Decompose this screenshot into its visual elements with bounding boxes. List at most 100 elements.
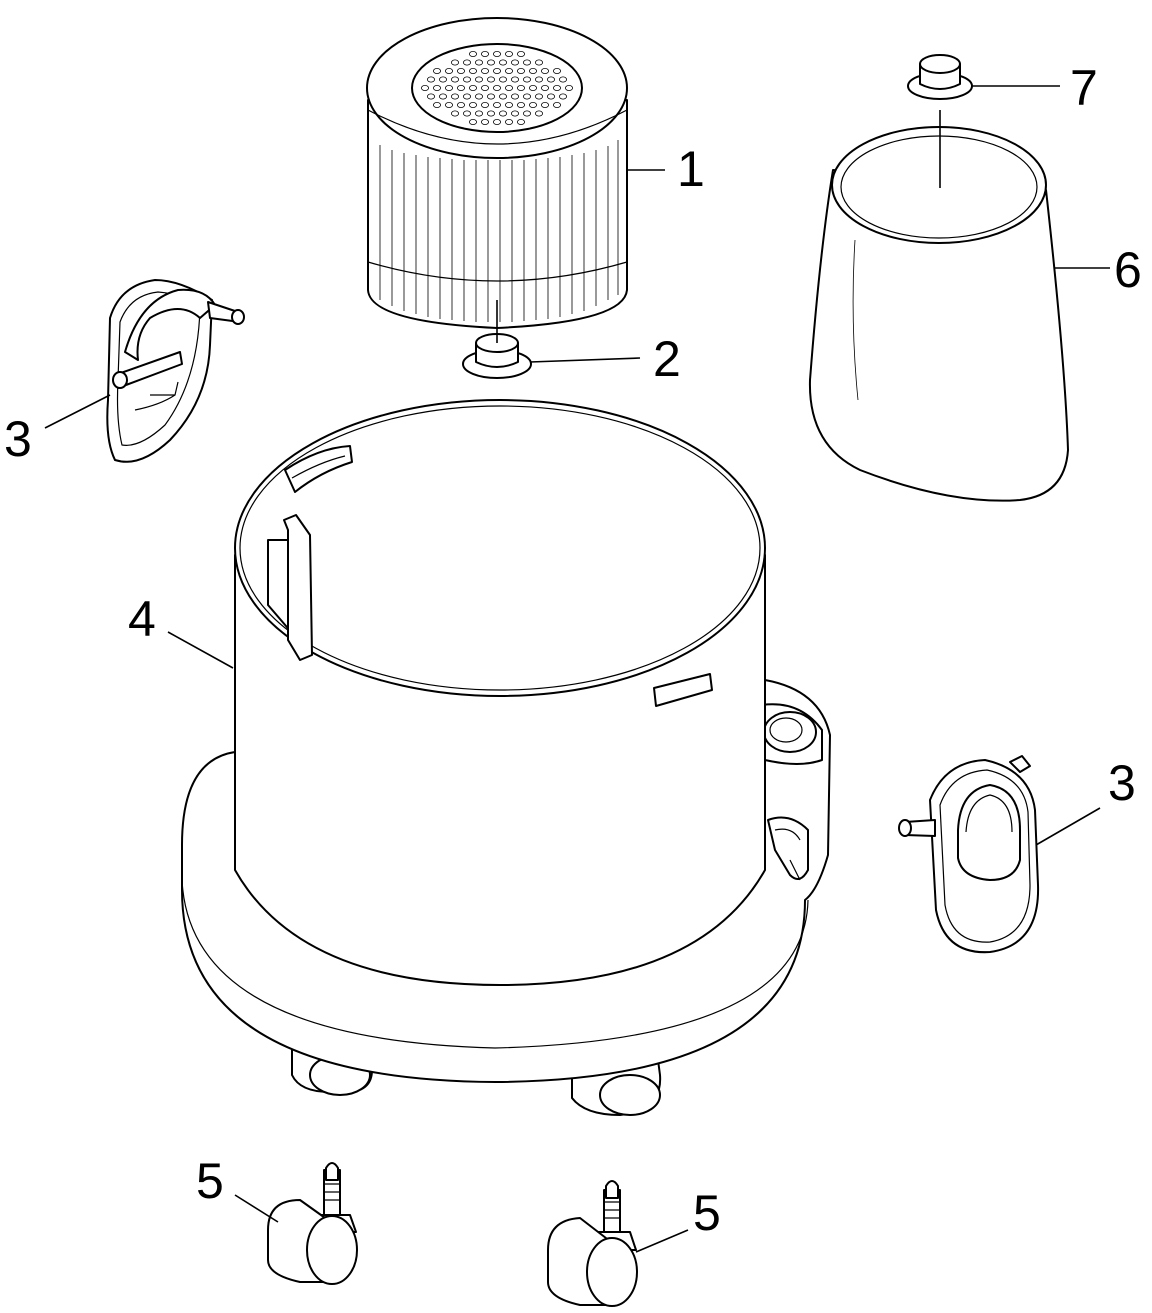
rear-wheel-right [599, 1074, 661, 1116]
base-socket-inner [769, 717, 803, 743]
filter-top-band [367, 109, 628, 145]
grille-hole [517, 119, 526, 126]
grille-hole [438, 93, 447, 100]
grille-hole [474, 59, 483, 66]
grille-hole [559, 93, 568, 100]
latch-left-pin-end [231, 309, 245, 325]
label-latch-right: 3 [1108, 755, 1136, 811]
grille-hole [498, 93, 507, 100]
grille-hole [450, 110, 459, 117]
leader-latch-left [44, 394, 111, 429]
bag-rim-inner [840, 135, 1038, 239]
caster-right-part [547, 1180, 638, 1307]
filter-part [366, 17, 628, 329]
caster-right-stem-tip [605, 1180, 619, 1199]
grille-hole [523, 59, 532, 66]
grille-hole [450, 93, 459, 100]
label-latch-left: 3 [4, 411, 32, 467]
grille-hole [462, 110, 471, 117]
grille-hole [492, 102, 501, 109]
grille-hole [510, 93, 519, 100]
caster-right-stem-ribs [604, 1201, 620, 1219]
grille-hole [432, 102, 441, 109]
grille-hole [523, 93, 532, 100]
drum-inlet-pipe-front [283, 514, 313, 661]
label-filter: 1 [677, 141, 705, 197]
drum-handle-slot-inner [291, 455, 346, 479]
label-caster-left: 5 [196, 1153, 224, 1209]
grille-hole [547, 93, 556, 100]
grille-hole [456, 85, 465, 92]
grille-hole [492, 68, 501, 75]
grille-hole [535, 93, 544, 100]
leader-lines [44, 85, 1110, 1253]
grille-hole [480, 102, 489, 109]
grille-hole [517, 68, 526, 75]
grille-hole [456, 68, 465, 75]
grille-hole [486, 110, 495, 117]
grille-hole [529, 68, 538, 75]
grille-hole [565, 85, 574, 92]
latch-right-part [898, 755, 1040, 954]
drum-top-rim [234, 399, 766, 697]
filter-adapter-part [462, 333, 532, 379]
grille-hole [486, 76, 495, 83]
grille-hole [498, 59, 507, 66]
grille-hole [517, 85, 526, 92]
grille-hole [553, 85, 562, 92]
drum-handle-slot [284, 445, 353, 493]
grille-hole [432, 68, 441, 75]
caster-left-stem-ribs [324, 1183, 340, 1201]
grille-hole [535, 76, 544, 83]
label-bag-adapter: 7 [1070, 60, 1098, 116]
grille-hole [468, 51, 477, 58]
grille-hole [523, 110, 532, 117]
caster-left-stem-tip [325, 1162, 339, 1181]
grille-hole [535, 110, 544, 117]
latch-left-arrow [134, 381, 179, 411]
latch-left-inner [116, 291, 201, 446]
grille-hole [529, 102, 538, 109]
grille-hole [474, 76, 483, 83]
grille-hole [474, 93, 483, 100]
drum-front-slot [653, 673, 713, 707]
grille-hole [510, 110, 519, 117]
base-hose-clip [767, 816, 809, 880]
filter-grille-holes [420, 51, 574, 126]
grille-hole [541, 68, 550, 75]
latch-right-pin-end [898, 819, 912, 837]
bag-adapter-part [907, 54, 973, 100]
grille-hole [553, 102, 562, 109]
latch-right-grip [957, 784, 1021, 881]
latch-right-inner [939, 769, 1031, 943]
grille-hole [535, 59, 544, 66]
leader-filter-adapter [529, 357, 641, 363]
grille-hole [504, 102, 513, 109]
grille-hole [541, 102, 550, 109]
caster-left-wheel-face [306, 1215, 358, 1285]
grille-hole [510, 59, 519, 66]
filter-pleats [379, 140, 619, 322]
grille-hole [504, 51, 513, 58]
grille-hole [474, 110, 483, 117]
grille-hole [541, 85, 550, 92]
grille-hole [504, 119, 513, 126]
grille-hole [450, 59, 459, 66]
leader-caster-right [635, 1229, 689, 1253]
grille-hole [450, 76, 459, 83]
grille-hole [486, 59, 495, 66]
grille-hole [480, 85, 489, 92]
grille-hole [468, 119, 477, 126]
grille-hole [438, 76, 447, 83]
grille-hole [420, 85, 429, 92]
caster-left-part [267, 1162, 358, 1285]
grille-hole [510, 76, 519, 83]
grille-hole [468, 85, 477, 92]
filter-top-grille [411, 43, 583, 133]
caster-right-wheel-face [586, 1237, 638, 1307]
grille-hole [504, 85, 513, 92]
bag-body [808, 169, 1069, 502]
grille-hole [462, 76, 471, 83]
grille-hole [480, 68, 489, 75]
latch-right-tab [1009, 755, 1031, 773]
